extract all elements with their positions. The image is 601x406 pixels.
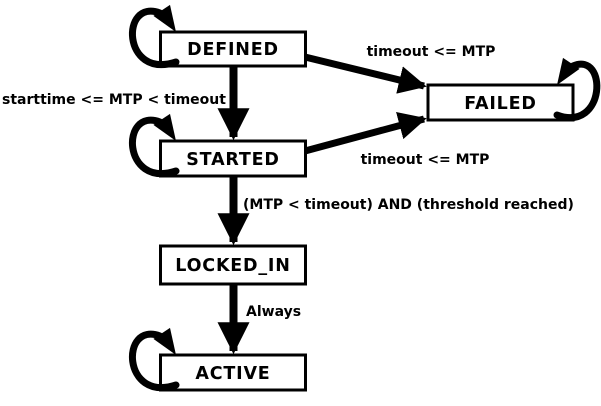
self-loop-defined	[129, 4, 180, 68]
state-failed-box	[426, 83, 575, 122]
state-active-box	[159, 353, 307, 392]
arrow-started-to-failed	[304, 112, 427, 155]
self-loop-started-arrowhead-icon	[153, 113, 176, 141]
label-locked-in-to-active: Always	[246, 304, 301, 320]
self-loop-active	[129, 327, 180, 391]
self-loop-active-path	[129, 330, 180, 391]
self-loop-started-path	[129, 116, 180, 177]
label-started-to-locked-in: (MTP < timeout) AND (threshold reached)	[243, 197, 574, 213]
state-locked-in-label: LOCKED_IN	[175, 256, 290, 276]
self-loop-defined-path	[129, 7, 180, 68]
state-active	[159, 353, 307, 392]
arrow-defined-to-failed	[304, 53, 427, 94]
label-defined-to-started: starttime <= MTP < timeout	[2, 92, 226, 108]
state-locked-in-box	[159, 244, 307, 286]
self-loop-failed	[553, 57, 601, 121]
state-defined-label: DEFINED	[187, 40, 279, 60]
self-loop-started	[129, 113, 180, 177]
self-loop-defined-arrowhead-icon	[153, 4, 176, 33]
label-defined-to-failed: timeout <= MTP	[367, 44, 496, 60]
self-loop-active-arrowhead-icon	[153, 327, 176, 355]
state-failed	[426, 83, 575, 122]
state-locked-in	[159, 244, 307, 286]
label-started-to-failed: timeout <= MTP	[361, 152, 490, 168]
state-started-label: STARTED	[186, 150, 279, 170]
self-loop-failed-path	[553, 60, 601, 121]
state-failed-label: FAILED	[464, 94, 536, 114]
self-loop-failed-arrowhead-icon	[557, 57, 580, 85]
state-active-label: ACTIVE	[195, 364, 270, 384]
